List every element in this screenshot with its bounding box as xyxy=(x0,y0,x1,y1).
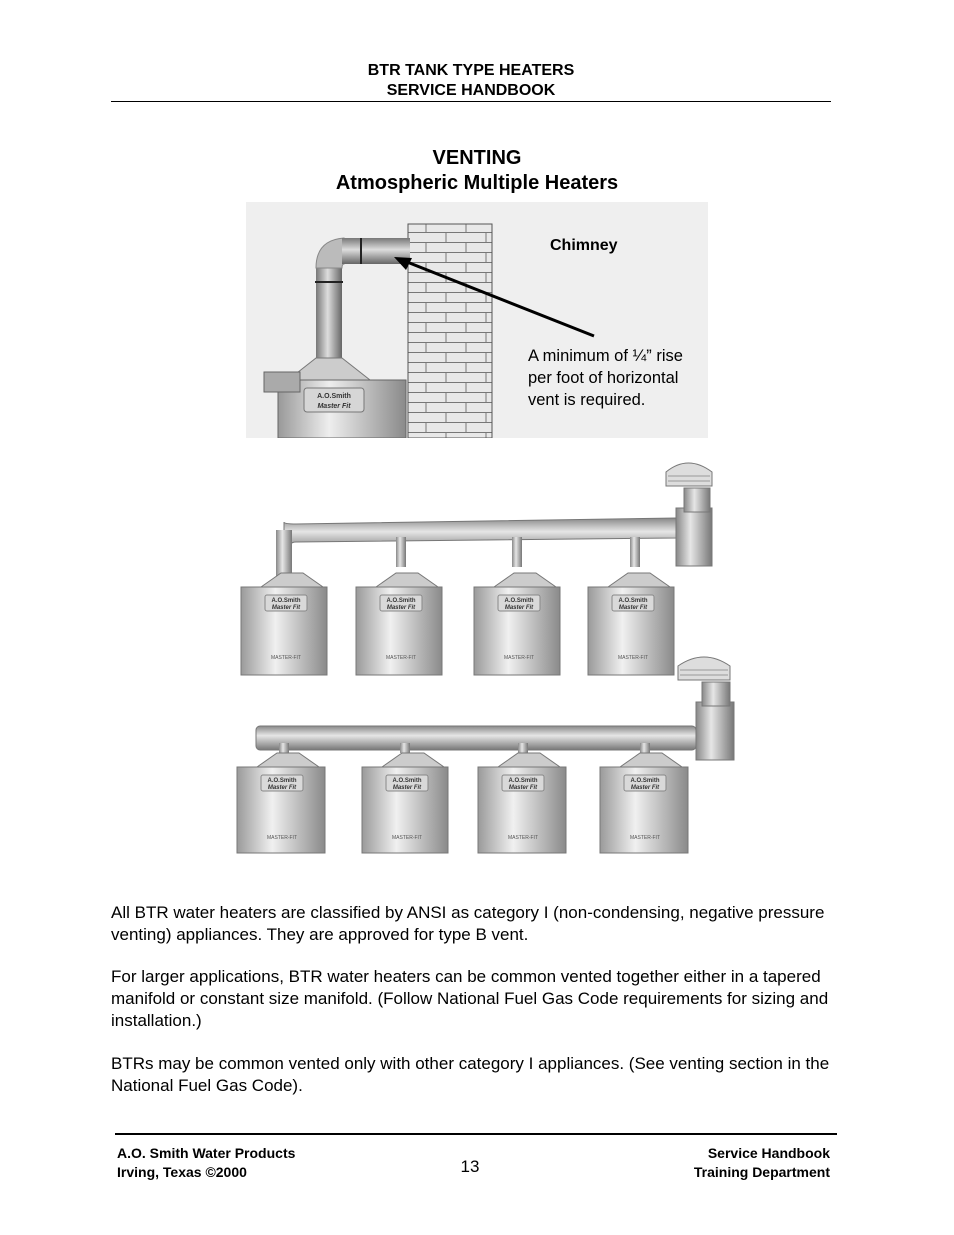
svg-text:A.O.Smith: A.O.Smith xyxy=(392,778,421,784)
rise-note-line-1: A minimum of ¼” rise xyxy=(528,347,683,365)
svg-text:Master Fit: Master Fit xyxy=(505,605,534,611)
svg-text:Master Fit: Master Fit xyxy=(509,785,538,791)
chimney-wall xyxy=(408,224,492,438)
footer-location: Irving, Texas ©2000 xyxy=(117,1163,247,1182)
svg-text:MASTER-FIT: MASTER-FIT xyxy=(504,655,534,661)
svg-text:MASTER-FIT: MASTER-FIT xyxy=(618,655,648,661)
header-divider xyxy=(111,101,831,102)
svg-text:Master Fit: Master Fit xyxy=(619,605,648,611)
heater-model-text: Master Fit xyxy=(317,403,351,410)
header-subtitle: SERVICE HANDBOOK xyxy=(111,81,831,101)
vent-cap xyxy=(666,463,712,486)
body-paragraph-2: For larger applications, BTR water heate… xyxy=(111,966,831,1032)
body-paragraph-3: BTRs may be common vented only with othe… xyxy=(111,1053,831,1097)
svg-text:Master Fit: Master Fit xyxy=(272,605,301,611)
page-number: 13 xyxy=(430,1157,510,1177)
svg-text:MASTER-FIT: MASTER-FIT xyxy=(630,835,660,841)
heater-brand-text: A.O.Smith xyxy=(317,393,351,400)
svg-text:MASTER-FIT: MASTER-FIT xyxy=(386,655,416,661)
body-paragraph-1: All BTR water heaters are classified by … xyxy=(111,902,831,946)
svg-text:A.O.Smith: A.O.Smith xyxy=(267,778,296,784)
svg-text:A.O.Smith: A.O.Smith xyxy=(618,598,647,604)
section-subtitle: Atmospheric Multiple Heaters xyxy=(111,171,843,196)
heater-row-2: A.O.Smith Master Fit MASTER-FIT A.O.Smit… xyxy=(237,743,688,853)
footer-divider xyxy=(115,1133,837,1135)
heater-row-1: A.O.Smith Master Fit MASTER-FIT A.O.Smit… xyxy=(241,537,674,675)
chimney-venting-illustration: A.O.Smith Master Fit Chimney A minimum o… xyxy=(246,202,708,438)
svg-text:Master Fit: Master Fit xyxy=(631,785,660,791)
section-title: VENTING xyxy=(111,146,843,171)
svg-text:Master Fit: Master Fit xyxy=(387,605,416,611)
vent-cap xyxy=(678,657,730,680)
svg-text:MASTER-FIT: MASTER-FIT xyxy=(271,655,301,661)
svg-text:Master Fit: Master Fit xyxy=(268,785,297,791)
svg-text:A.O.Smith: A.O.Smith xyxy=(504,598,533,604)
footer-doc-name: Service Handbook xyxy=(708,1144,830,1163)
svg-text:A.O.Smith: A.O.Smith xyxy=(508,778,537,784)
header-title: BTR TANK TYPE HEATERS xyxy=(111,61,831,81)
svg-text:A.O.Smith: A.O.Smith xyxy=(630,778,659,784)
vent-pipe-vertical xyxy=(316,264,342,364)
common-vent-manifolds-illustration: A.O.Smith Master Fit MASTER-FIT A.O.Smit… xyxy=(236,452,756,857)
rise-note-line-3: vent is required. xyxy=(528,391,645,409)
svg-text:MASTER-FIT: MASTER-FIT xyxy=(392,835,422,841)
footer-department: Training Department xyxy=(694,1163,830,1182)
rise-note-line-2: per foot of horizontal xyxy=(528,369,678,387)
tapered-manifold xyxy=(276,463,712,580)
chimney-label: Chimney xyxy=(550,237,618,254)
svg-text:A.O.Smith: A.O.Smith xyxy=(386,598,415,604)
svg-text:Master Fit: Master Fit xyxy=(393,785,422,791)
svg-text:A.O.Smith: A.O.Smith xyxy=(271,598,300,604)
svg-text:MASTER-FIT: MASTER-FIT xyxy=(508,835,538,841)
footer-company: A.O. Smith Water Products xyxy=(117,1144,295,1163)
svg-text:MASTER-FIT: MASTER-FIT xyxy=(267,835,297,841)
